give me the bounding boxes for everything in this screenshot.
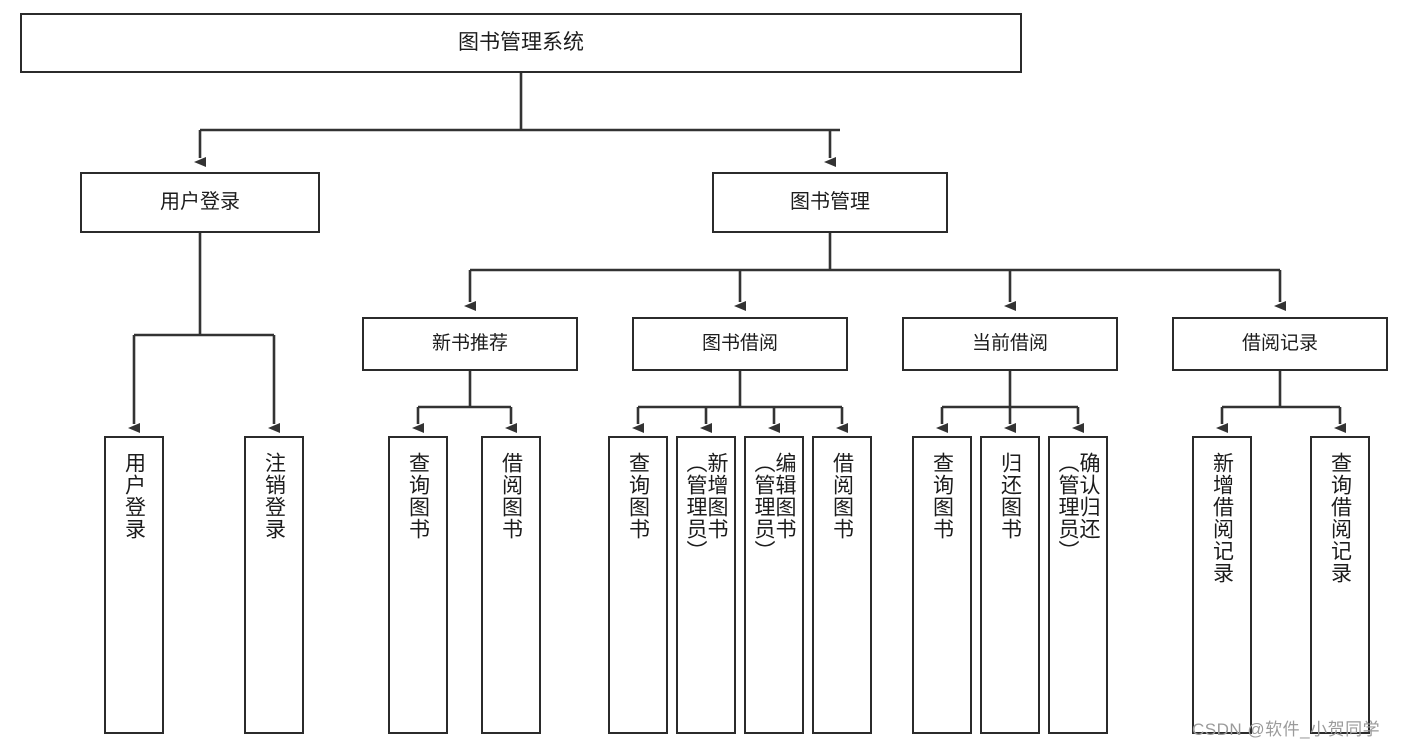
leaf-current-borrow-query-book[interactable]: 查询图书 <box>912 436 972 734</box>
leaf-book-borrow-edit-book-admin[interactable]: 编辑图书 （管理员） <box>744 436 804 734</box>
node-label: 查询借阅记录 <box>1328 452 1352 584</box>
node-label: 图书管理系统 <box>458 31 584 55</box>
leaf-current-borrow-return-book[interactable]: 归还图书 <box>980 436 1040 734</box>
node-label: 确认归还 （管理员） <box>1056 452 1100 562</box>
node-new-book-recommend[interactable]: 新书推荐 <box>362 317 578 371</box>
csdn-watermark: CSDN @软件_小贺同学 <box>1192 720 1381 739</box>
leaf-current-borrow-confirm-return-admin[interactable]: 确认归还 （管理员） <box>1048 436 1108 734</box>
leaf-new-book-query-book[interactable]: 查询图书 <box>388 436 448 734</box>
node-label: 查询图书 <box>626 452 650 540</box>
node-label: 用户登录 <box>160 191 240 214</box>
leaf-borrow-record-query-record[interactable]: 查询借阅记录 <box>1310 436 1370 734</box>
node-label: 当前借阅 <box>971 333 1048 355</box>
node-label: 归还图书 <box>998 452 1022 540</box>
node-label: 图书管理 <box>790 191 870 214</box>
leaf-new-book-borrow-book[interactable]: 借阅图书 <box>481 436 541 734</box>
node-label: 新增图书 （管理员） <box>684 452 728 562</box>
leaf-book-borrow-query-book[interactable]: 查询图书 <box>608 436 668 734</box>
node-user-login[interactable]: 用户登录 <box>80 172 320 233</box>
node-label: 借阅图书 <box>830 452 854 540</box>
leaf-user-login-logout[interactable]: 注销登录 <box>244 436 304 734</box>
node-label: 图书借阅 <box>701 333 778 355</box>
node-label: 借阅图书 <box>499 452 523 540</box>
node-label: 编辑图书 （管理员） <box>752 452 796 562</box>
leaf-borrow-record-add-record[interactable]: 新增借阅记录 <box>1192 436 1252 734</box>
node-root-book-management-system[interactable]: 图书管理系统 <box>20 13 1022 73</box>
leaf-user-login-login[interactable]: 用户登录 <box>104 436 164 734</box>
node-label: 新书推荐 <box>431 333 508 355</box>
node-current-borrow[interactable]: 当前借阅 <box>902 317 1118 371</box>
node-label: 新增借阅记录 <box>1210 452 1234 584</box>
leaf-book-borrow-borrow-book[interactable]: 借阅图书 <box>812 436 872 734</box>
node-label: 用户登录 <box>122 452 146 540</box>
node-borrow-record[interactable]: 借阅记录 <box>1172 317 1388 371</box>
node-label: 借阅记录 <box>1241 333 1318 355</box>
leaf-book-borrow-add-book-admin[interactable]: 新增图书 （管理员） <box>676 436 736 734</box>
node-book-borrow[interactable]: 图书借阅 <box>632 317 848 371</box>
node-label: 查询图书 <box>930 452 954 540</box>
node-label: 查询图书 <box>406 452 430 540</box>
node-label: 注销登录 <box>262 452 286 540</box>
node-book-management[interactable]: 图书管理 <box>712 172 948 233</box>
